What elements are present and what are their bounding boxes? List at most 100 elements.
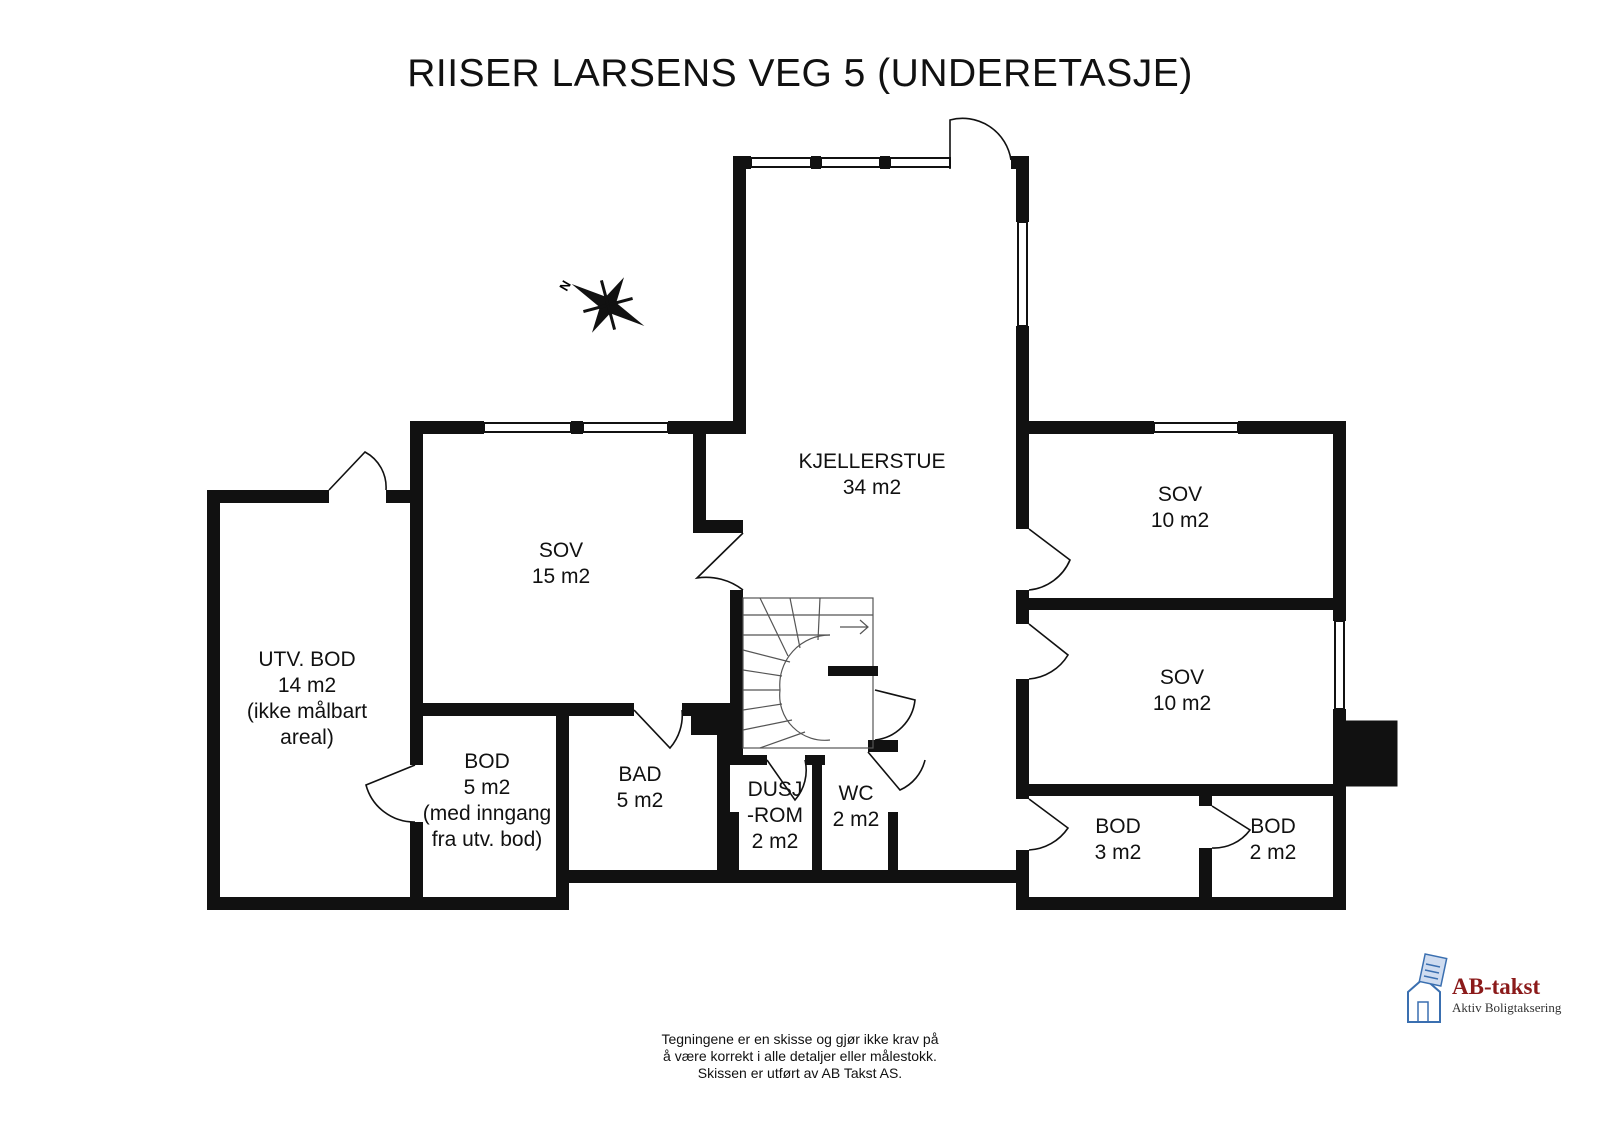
room-bod5-line1: BOD (464, 750, 510, 773)
stair-tread (742, 649, 791, 663)
room-utvbod-line3: (ikke målbart (247, 700, 367, 723)
window-top-3 (889, 157, 951, 168)
wall-sov15-notch (693, 520, 743, 533)
door-entry-top (949, 117, 1012, 169)
wall-right-outer-top (1333, 421, 1346, 621)
wall-utv-left (207, 490, 220, 910)
wall-sov15-top-left (410, 421, 484, 434)
disclaimer: Tegningene er en skisse og gjør ikke kra… (580, 1031, 1020, 1082)
room-bod5-line3: (med inngang (423, 802, 551, 825)
stair-tread (789, 597, 801, 649)
room-sov15-name: SOV (539, 539, 583, 562)
wall-sov15-bottom (410, 703, 634, 716)
room-bod5-line2: 5 m2 (464, 776, 511, 799)
room-sov10b-name: SOV (1160, 666, 1204, 689)
door-bod5 (365, 764, 416, 823)
wall-tower-top-mid2 (880, 156, 890, 169)
wall-sov10-bottom (1016, 784, 1346, 796)
wall-bod5-bad (556, 703, 569, 910)
wall-bod-divider-low (1199, 848, 1212, 910)
wall-wc-right (888, 812, 898, 883)
door-utv-entry (328, 451, 387, 491)
door-sov10-lower (1028, 623, 1070, 680)
room-bod2-area: 2 m2 (1250, 841, 1297, 864)
room-kjellerstue-name: KJELLERSTUE (798, 450, 945, 473)
door-bod3 (1028, 798, 1070, 851)
room-wc-name: WC (839, 782, 874, 805)
room-dusj-line2: -ROM (747, 804, 803, 827)
room-bod3-name: BOD (1095, 815, 1141, 838)
room-sov15-area: 15 m2 (532, 565, 590, 588)
door-bod2 (1211, 805, 1252, 849)
stair-tread (817, 597, 821, 641)
logo-name: AB-takst (1452, 974, 1541, 999)
window-sov10-top (1153, 422, 1239, 433)
room-sov10b-area: 10 m2 (1153, 692, 1211, 715)
wall-bod-divider (1199, 784, 1212, 806)
room-dusj-line3: 2 m2 (752, 830, 799, 853)
wall-tower-left (733, 156, 746, 434)
wall-bottom-mid (556, 870, 1022, 883)
windows (483, 157, 1345, 710)
window-top-2 (820, 157, 881, 168)
wall-bottom-right (1016, 897, 1346, 910)
room-bod2-name: BOD (1250, 815, 1296, 838)
wall-tower-right-bottom (1016, 326, 1029, 436)
disclaimer-line: Tegningene er en skisse og gjør ikke kra… (661, 1031, 939, 1047)
room-dusj-line1: DUSJ (748, 778, 803, 801)
wall-utv-top-right (386, 490, 423, 503)
room-labels: KJELLERSTUE 34 m2 SOV 15 m2 SOV 10 m2 SO… (247, 450, 1296, 864)
wall-right-top-right (1238, 421, 1346, 434)
wall-kjeller-right-top (1016, 421, 1029, 529)
room-bad-name: BAD (618, 763, 661, 786)
wall-sov15-right (693, 421, 706, 525)
stair-tread (742, 669, 783, 677)
door-dusj (766, 759, 807, 802)
window-sov15-1 (483, 422, 572, 433)
stair-tread (759, 597, 789, 657)
room-wc-area: 2 m2 (833, 808, 880, 831)
wall-utv-top-left (207, 490, 329, 503)
wall-kjeller-right-bottom (1016, 850, 1029, 910)
door-wc (867, 751, 926, 791)
room-sov10a-name: SOV (1158, 483, 1202, 506)
room-bod3-area: 3 m2 (1095, 841, 1142, 864)
disclaimer-line: Skissen er utført av AB Takst AS. (697, 1065, 903, 1081)
room-bod5-line4: fra utv. bod) (432, 828, 543, 851)
plan-title: RIISER LARSENS VEG 5 (UNDERETASJE) (407, 52, 1193, 95)
logo-subtitle: Aktiv Boligtaksering (1452, 1000, 1562, 1015)
ab-takst-logo: AB-takst Aktiv Boligtaksering (1402, 950, 1562, 1030)
stair-tread (742, 703, 783, 711)
stair-tread (742, 719, 793, 731)
house-logo-icon (1407, 953, 1448, 1023)
stair-tread (759, 731, 806, 749)
wall-sov15-top-right (668, 421, 746, 434)
wall-kjeller-right-low (1016, 679, 1029, 799)
window-sov10-right (1334, 620, 1345, 710)
wall-utv-right-lower (410, 822, 423, 910)
door-sov15 (694, 532, 744, 591)
window-sov15-2 (582, 422, 669, 433)
compass-icon (571, 277, 645, 333)
room-utvbod-line2: 14 m2 (278, 674, 336, 697)
room-bad-area: 5 m2 (617, 789, 664, 812)
staircase (742, 597, 878, 749)
stair-curve (779, 634, 831, 741)
door-bad (633, 709, 684, 750)
compass-north-label: N (556, 278, 574, 294)
window-tower-right (1017, 221, 1028, 327)
wall-bad-right (717, 703, 730, 883)
wall-sov15-top-mid (571, 421, 583, 434)
room-utvbod-line4: areal) (280, 726, 334, 749)
wall-dusj-left (729, 812, 739, 883)
stair-landing-bar (828, 666, 878, 676)
walls (207, 156, 1398, 910)
wall-bottom-left (207, 897, 569, 910)
door-stair (874, 689, 916, 741)
room-kjellerstue-area: 34 m2 (843, 476, 901, 499)
wall-tower-top-left (733, 156, 751, 169)
room-sov10a-area: 10 m2 (1151, 509, 1209, 532)
room-utvbod-line1: UTV. BOD (258, 648, 355, 671)
wall-tower-right-top (1016, 156, 1029, 222)
wall-right-top-left (1016, 421, 1154, 434)
